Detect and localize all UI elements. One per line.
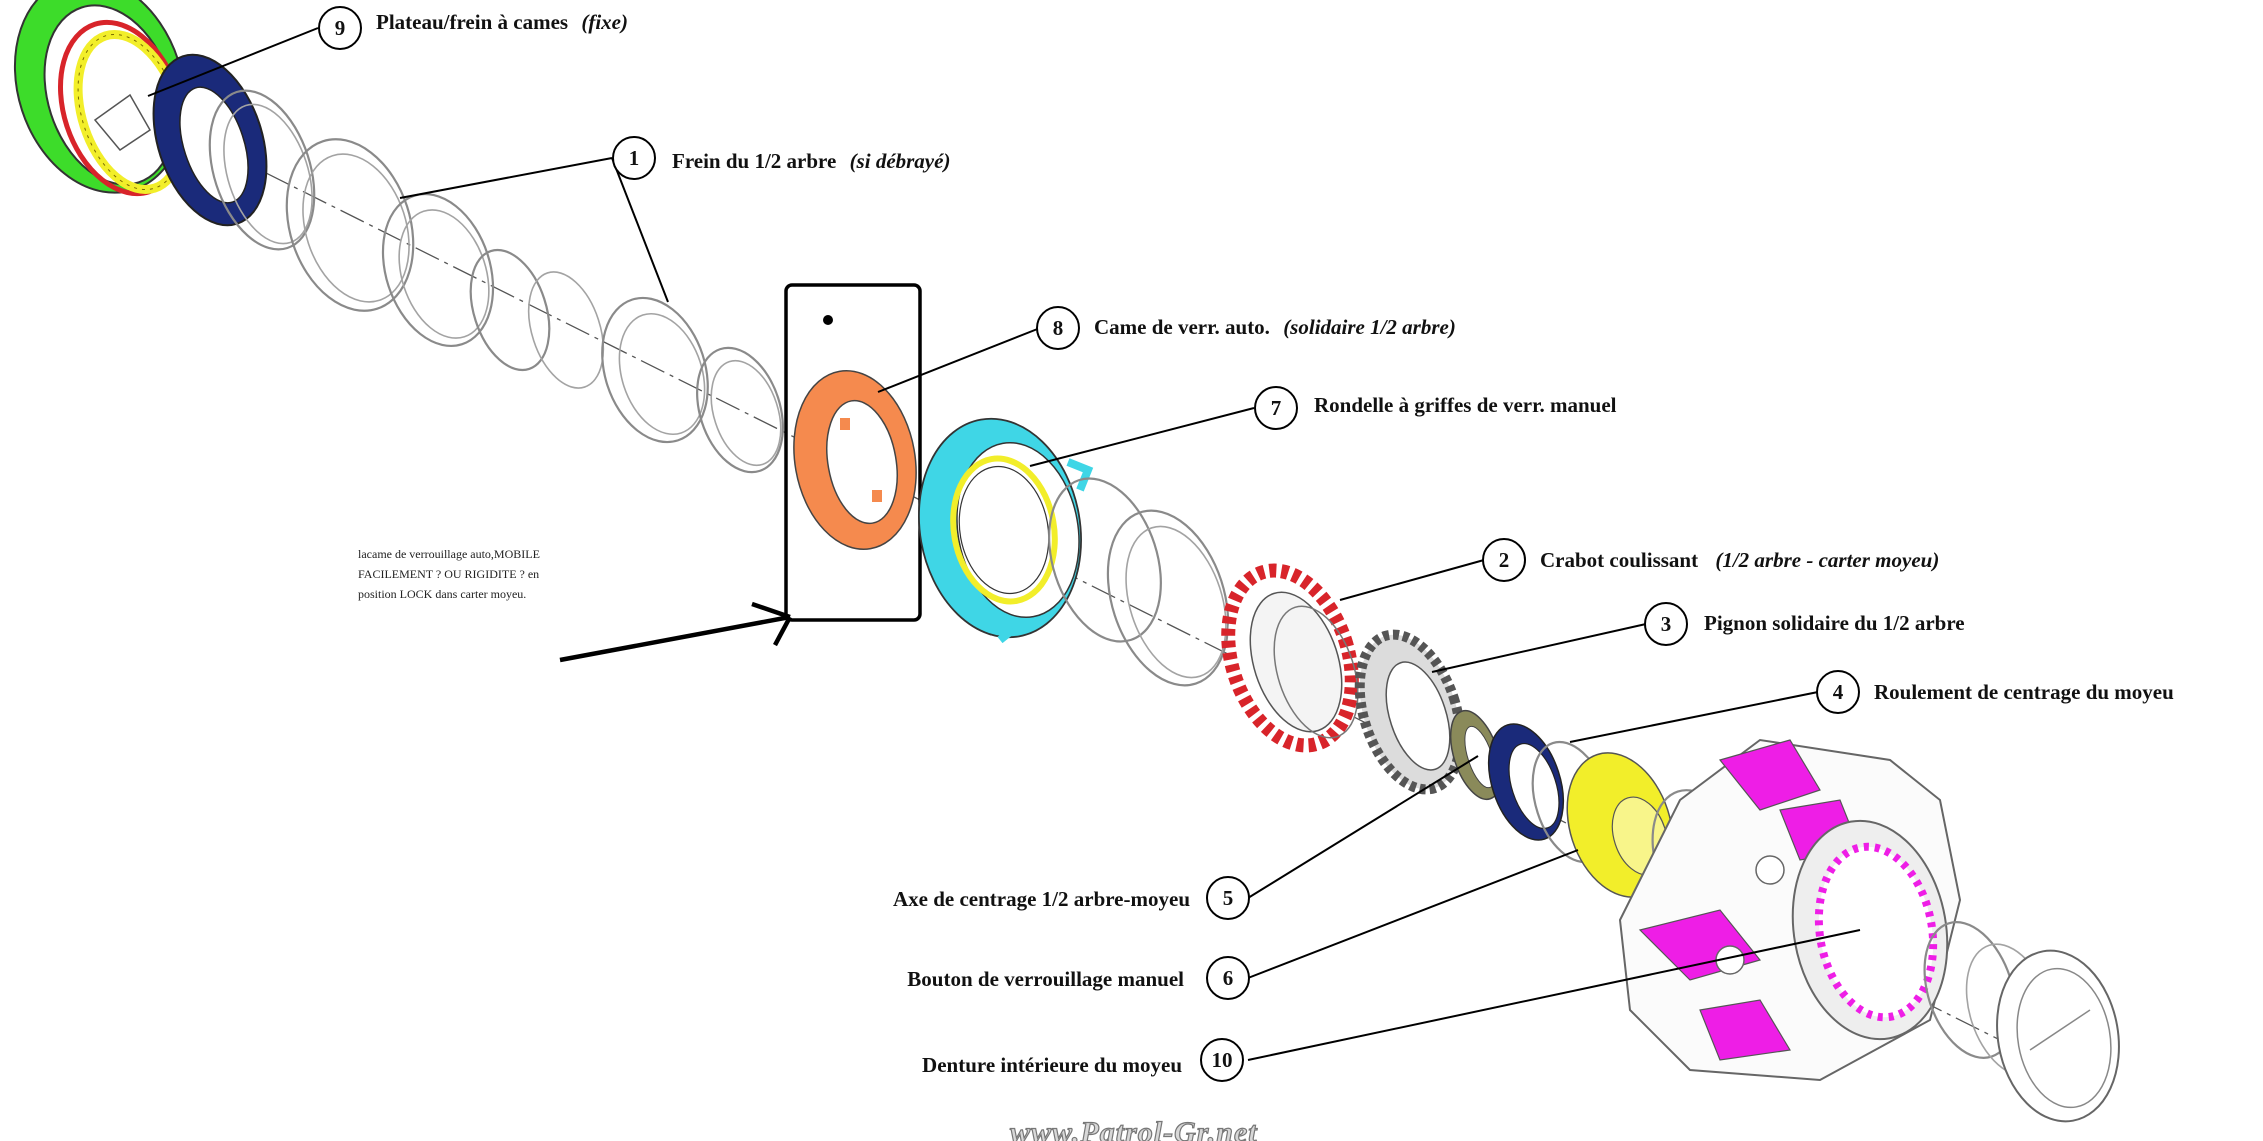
note-line-1: lacame de verrouillage auto,MOBILE: [358, 547, 540, 561]
leader-8: [877, 327, 1041, 393]
leader-2: [1339, 559, 1485, 601]
leader-6: [1247, 849, 1579, 979]
callout-number-10: 10: [1212, 1048, 1233, 1072]
callout-number-5: 5: [1223, 886, 1234, 910]
label-2-italic: (1/2 arbre - carter moyeu): [1715, 548, 1939, 572]
callout-circle-6: [1206, 956, 1250, 1000]
hub-carrier: [1618, 738, 1962, 1082]
callout-circle-3: [1644, 602, 1688, 646]
label-8-text: Came de verr. auto.: [1094, 315, 1270, 339]
watermark: www.Patrol-Gr.net: [1010, 1116, 1258, 1141]
callout-circle-7: [1254, 386, 1298, 430]
part-7-claw-washer: [918, 417, 1094, 644]
label-2-text: Crabot coulissant: [1540, 548, 1698, 572]
leader-5: [1247, 755, 1479, 899]
callout-number-3: 3: [1661, 612, 1672, 636]
leader-10: [1247, 929, 1861, 1061]
leader-7: [1029, 407, 1255, 467]
part-8-auto-lock-cam: [793, 370, 917, 550]
leader-1a: [399, 157, 613, 199]
callout-circle-8: [1036, 306, 1080, 350]
callout-circle-10: [1200, 1038, 1244, 1082]
label-10: Denture intérieure du moyeu: [922, 1053, 1182, 1077]
callout-circle-9: [318, 6, 362, 50]
part-4-centering-bearing: [1487, 723, 1565, 841]
callout-circle-1: [612, 136, 656, 180]
note-line-3: position LOCK dans carter moyeu.: [358, 587, 526, 601]
label-5: Axe de centrage 1/2 arbre-moyeu: [893, 887, 1190, 911]
label-6: Bouton de verrouillage manuel: [907, 967, 1184, 991]
callout-number-6: 6: [1223, 966, 1234, 990]
label-1-italic: (si débrayé): [850, 149, 951, 173]
callout-number-8: 8: [1053, 316, 1064, 340]
label-4: Roulement de centrage du moyeu: [1874, 680, 2174, 704]
label-8-italic: (solidaire 1/2 arbre): [1283, 315, 1456, 339]
leader-1b: [611, 157, 669, 303]
label-8: Came de verr. auto. (solidaire 1/2 arbre…: [1094, 315, 1456, 339]
callout-circle-5: [1206, 876, 1250, 920]
label-9: Plateau/frein à cames (fixe): [376, 10, 628, 34]
leader-3: [1431, 623, 1647, 673]
note-line-2: FACILEMENT ? OU RIGIDITE ? en: [358, 567, 539, 581]
part-3-shaft-pinion: [1354, 629, 1466, 795]
label-7: Rondelle à griffes de verr. manuel: [1314, 393, 1617, 417]
part-9-cam-plate: [13, 0, 187, 197]
part-1-shaft-brake: [285, 138, 784, 474]
callout-number-4: 4: [1833, 680, 1844, 704]
hub-end-cap: [1996, 949, 2120, 1123]
part-2-sliding-clutch: [1221, 563, 1359, 753]
callout-circle-4: [1816, 670, 1860, 714]
callout-number-1: 1: [629, 146, 640, 170]
callout-number-2: 2: [1499, 548, 1510, 572]
highlight-box: [784, 283, 922, 622]
label-1-text: Frein du 1/2 arbre: [672, 149, 836, 173]
callout-number-9: 9: [335, 16, 346, 40]
callout-circle-2: [1482, 538, 1526, 582]
label-9-text: Plateau/frein à cames: [376, 10, 568, 34]
leader-4: [1569, 691, 1819, 743]
label-1: Frein du 1/2 arbre (si débrayé): [672, 149, 950, 173]
label-9-italic: (fixe): [581, 10, 628, 34]
callout-number-7: 7: [1271, 396, 1282, 420]
highlight-dot: [823, 315, 833, 325]
leader-9: [147, 27, 319, 97]
label-2: Crabot coulissant (1/2 arbre - carter mo…: [1540, 548, 1939, 572]
pointer-arrow: [559, 601, 792, 663]
label-3: Pignon solidaire du 1/2 arbre: [1704, 611, 1965, 635]
